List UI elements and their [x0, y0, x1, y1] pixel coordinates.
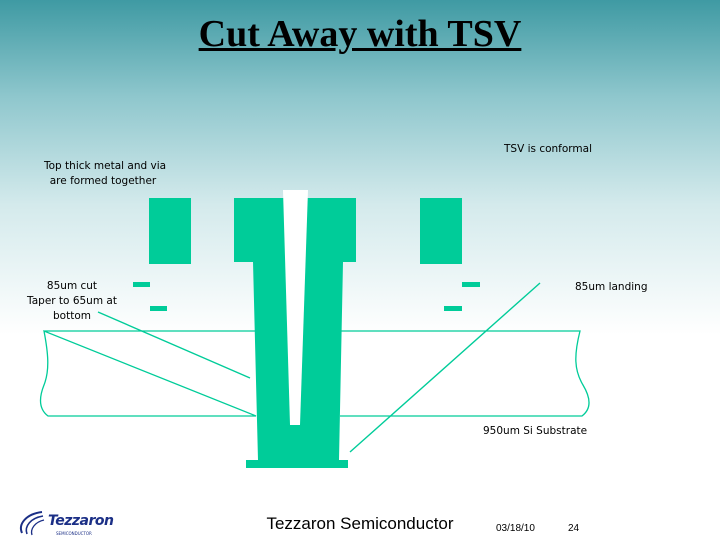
right-metal-pad — [420, 198, 462, 264]
logo-tagline: SEMICONDUCTOR — [56, 531, 92, 536]
right-upper-dash — [462, 282, 480, 287]
tsv-landing-bar — [246, 460, 348, 468]
tsv-void — [283, 190, 308, 425]
left-upper-dash — [133, 282, 150, 287]
logo-name: Tezzaron — [48, 513, 114, 529]
landing-arrow — [349, 282, 541, 453]
footer-company: Tezzaron Semiconductor — [266, 514, 454, 533]
top-metal-label-line1: Top thick metal and via — [44, 160, 167, 172]
slide-title-text: Cut Away with TSV — [198, 13, 522, 55]
tezzaron-logo: Tezzaron SEMICONDUCTOR — [12, 510, 122, 538]
top-metal-label: Top thick metal and via are formed toget… — [44, 159, 167, 189]
slide-title: Cut Away with TSV — [0, 12, 720, 56]
cut-label-line3: bottom — [53, 310, 91, 322]
conformal-label: TSV is conformal — [504, 143, 593, 155]
cut-label: 85um cut Taper to 65um at bottom — [18, 279, 126, 324]
footer-page-number: 24 — [568, 523, 580, 534]
cut-label-line2: Taper to 65um at — [27, 295, 117, 307]
top-metal-label-line2: are formed together — [49, 175, 157, 187]
left-metal-pad — [149, 198, 191, 264]
substrate-label: 950um Si Substrate — [483, 425, 588, 437]
left-lower-dash — [150, 306, 167, 311]
substrate-outline — [39, 329, 590, 417]
landing-label: 85um landing — [575, 281, 648, 293]
right-lower-dash — [444, 306, 462, 311]
cut-label-line1: 85um cut — [46, 280, 98, 292]
cut-arrow — [97, 311, 251, 379]
tezzaron-logo-icon — [20, 511, 45, 536]
footer-date: 03/18/10 — [496, 523, 535, 534]
